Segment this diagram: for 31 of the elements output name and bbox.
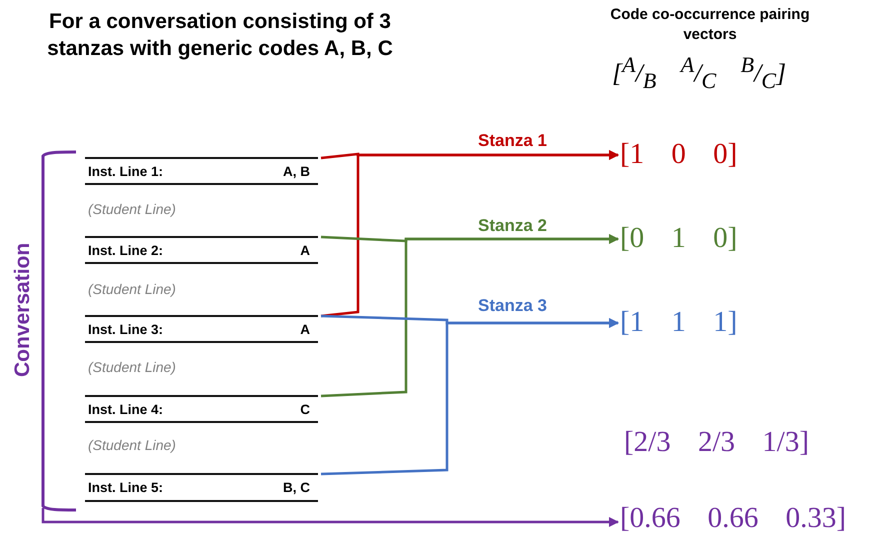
instructor-line [85,236,318,264]
instructor-line [85,315,318,343]
line-label: Inst. Line 4: [88,402,164,417]
code-label: B, C [283,480,310,495]
instructor-line [85,473,318,502]
vector-heading: [$^{A}$/$_{B}$ $^{A}$/$_{C}$ $^{B}$/$_{C}$] [612,52,786,94]
code-label: A [300,322,310,337]
connector [320,150,619,318]
line-label: Inst. Line 1: [88,164,164,179]
code-label: A [300,243,310,258]
pairing-vector: [1 0 0] [620,136,738,172]
line-label: Inst. Line 3: [88,322,164,337]
instructor-line [85,157,318,185]
pairing-vector: [0 1 0] [620,220,738,256]
code-label: C [300,402,310,417]
student-line: (Student Line) [88,437,176,453]
pairing-vector: [0.66 0.66 0.33] [620,500,846,535]
fraction-vector: [2/3 2/3 1/3] [624,425,809,460]
column-heading: Code co-occurrence pairing vectors [609,5,811,44]
code-label: A, B [283,164,310,179]
connector [320,318,619,476]
pairing-vector: [1 1 1] [620,304,738,340]
connector [320,234,619,398]
student-line: (Student Line) [88,359,176,375]
title: For a conversation consisting of 3 stanzas with generic codes A, B, C [46,9,394,62]
instructor-line [85,395,318,423]
line-label: Inst. Line 2: [88,243,164,258]
connector [42,508,619,527]
student-line: (Student Line) [88,201,176,217]
line-label: Inst. Line 5: [88,480,164,495]
student-line: (Student Line) [88,281,176,297]
